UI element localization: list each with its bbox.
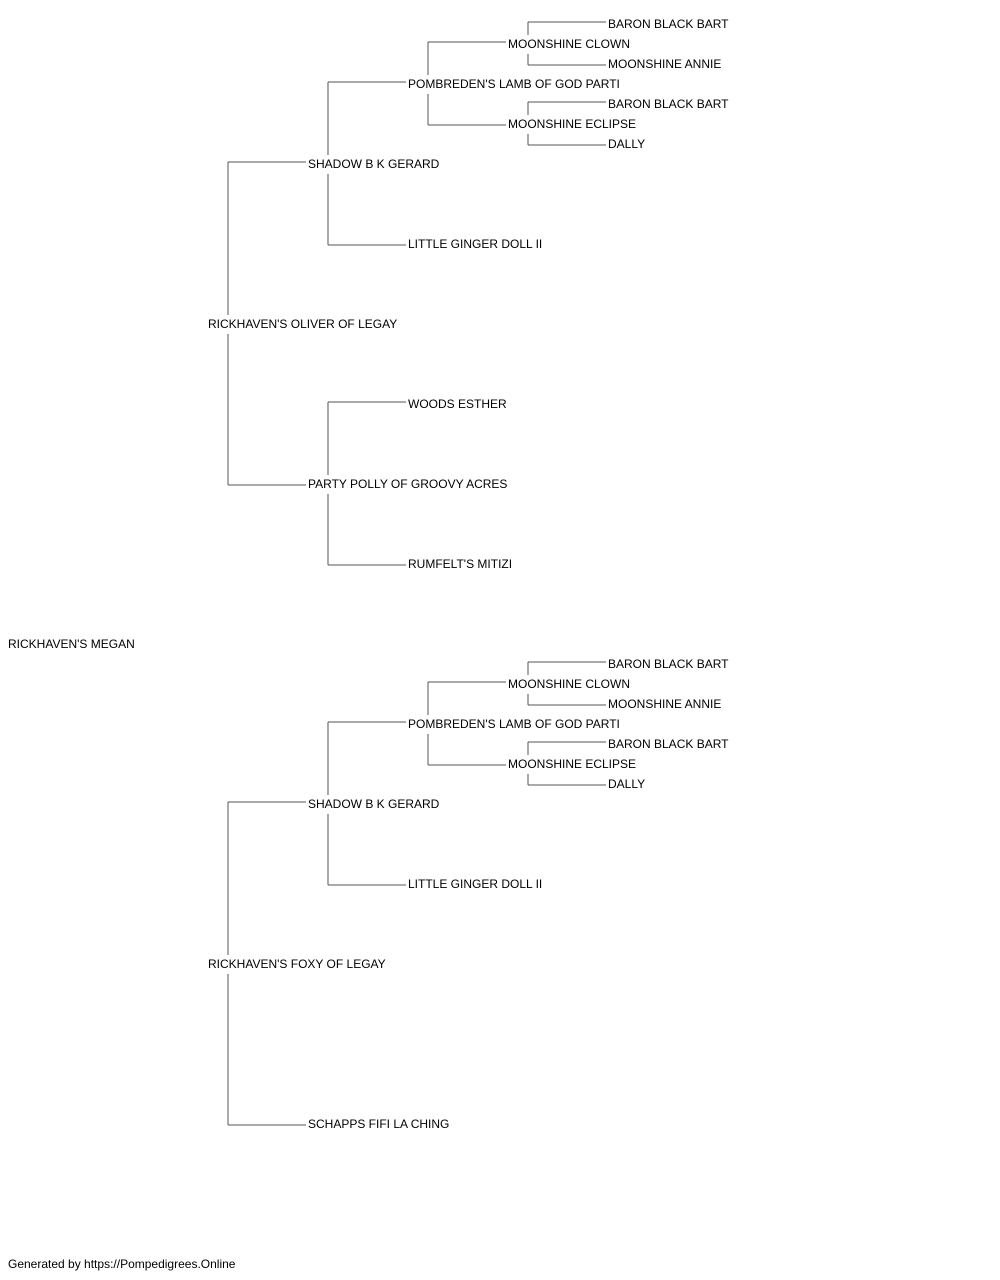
dam-ss-name: POMBREDEN'S LAMB OF GOD PARTI xyxy=(408,717,620,731)
sire-dam-dam-name: RUMFELT'S MITIZI xyxy=(408,557,513,571)
sire-sss-name: MOONSHINE CLOWN xyxy=(508,37,631,51)
sire-sd-name: LITTLE GINGER DOLL II xyxy=(408,237,543,251)
sire-ssd-name: MOONSHINE ECLIPSE xyxy=(508,117,637,131)
dam-sssd-name: MOONSHINE ANNIE xyxy=(608,697,722,711)
dam-dam-name: SCHAPPS FIFI LA CHING xyxy=(308,1117,450,1131)
sire-ssss-name: BARON BLACK BART xyxy=(608,17,729,31)
dam-ssdd-name: DALLY xyxy=(608,777,646,791)
sire-dam-sire-name: WOODS ESTHER xyxy=(408,397,507,411)
sire-sire-name: SHADOW B K GERARD xyxy=(308,157,440,171)
sire-sire-sire-name: POMBREDEN'S LAMB OF GOD PARTI xyxy=(408,77,620,91)
dam-sire-name: SHADOW B K GERARD xyxy=(308,797,440,811)
subject-name: RICKHAVEN'S MEGAN xyxy=(8,637,135,651)
sire-sssd-name: MOONSHINE ANNIE xyxy=(608,57,722,71)
footer-credit: Generated by https://Pompedigrees.Online xyxy=(8,1257,236,1271)
dam-sss-name: MOONSHINE CLOWN xyxy=(508,677,631,691)
dam-ssss-name: BARON BLACK BART xyxy=(608,657,729,671)
dam-name: RICKHAVEN'S FOXY OF LEGAY xyxy=(208,957,386,971)
dam-ssds-name: BARON BLACK BART xyxy=(608,737,729,751)
sire-dam-name: PARTY POLLY OF GROOVY ACRES xyxy=(308,477,508,491)
sire-name: RICKHAVEN'S OLIVER OF LEGAY xyxy=(208,317,398,331)
sire-ssds-name: BARON BLACK BART xyxy=(608,97,729,111)
dam-sd-name: LITTLE GINGER DOLL II xyxy=(408,877,543,891)
dam-ssd-name: MOONSHINE ECLIPSE xyxy=(508,757,637,771)
sire-ssdd-name: DALLY xyxy=(608,137,646,151)
